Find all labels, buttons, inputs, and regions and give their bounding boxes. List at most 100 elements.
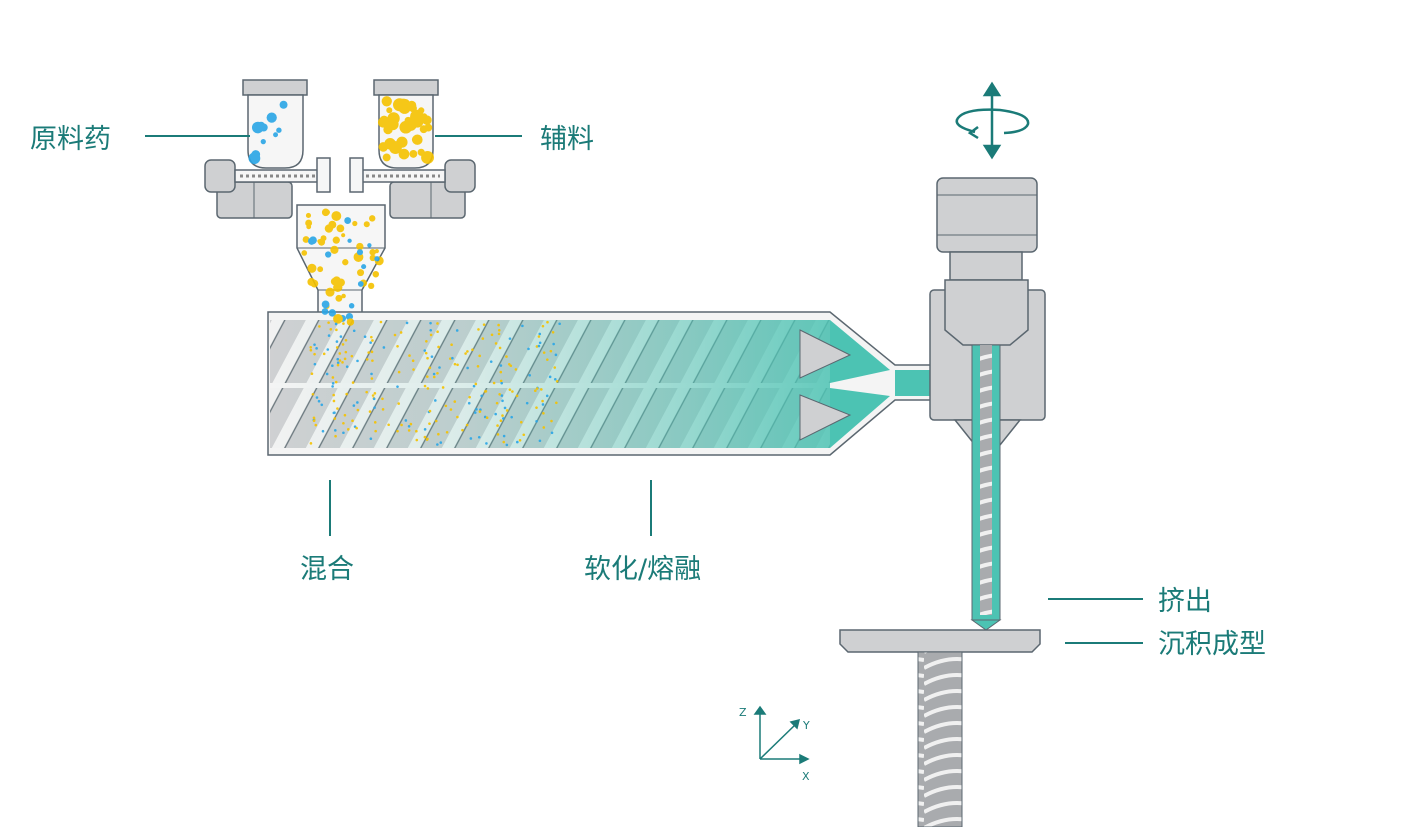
particle	[365, 358, 369, 361]
particle	[538, 341, 542, 345]
particle	[434, 399, 437, 402]
particle	[399, 331, 403, 334]
particle	[503, 406, 507, 410]
particle	[343, 413, 347, 417]
axis-z-label: Z	[739, 706, 747, 719]
particle	[500, 381, 504, 385]
particle	[415, 438, 419, 442]
particle	[546, 320, 549, 324]
particle	[336, 363, 340, 367]
particle	[472, 384, 476, 388]
particle	[505, 443, 509, 447]
particle	[336, 361, 340, 364]
particle	[540, 388, 543, 391]
particle	[365, 390, 368, 394]
particle	[456, 415, 459, 419]
particle	[436, 443, 439, 446]
particle	[461, 428, 464, 432]
particle	[432, 375, 436, 379]
particle	[331, 385, 334, 388]
particle	[417, 148, 425, 156]
particle	[423, 435, 427, 439]
particle	[338, 352, 342, 355]
particle	[325, 287, 335, 297]
particle	[350, 354, 354, 358]
particle	[279, 100, 288, 109]
particle	[521, 324, 524, 328]
particle	[273, 132, 279, 138]
particle	[453, 400, 457, 403]
particle	[369, 215, 376, 222]
particle	[551, 330, 555, 334]
particle	[508, 388, 512, 391]
particle	[333, 313, 343, 324]
particle	[312, 416, 316, 420]
particle	[335, 340, 339, 343]
particle	[331, 364, 334, 368]
particle	[466, 366, 469, 370]
particle	[424, 351, 428, 355]
particle	[374, 429, 377, 433]
particle	[335, 346, 339, 349]
particle	[347, 238, 352, 243]
api-feeder	[204, 79, 331, 219]
particle	[329, 327, 333, 331]
particle	[502, 417, 505, 420]
particle	[436, 371, 439, 375]
particle	[342, 431, 345, 435]
particle	[333, 417, 337, 420]
particle	[344, 350, 348, 354]
particle	[341, 293, 346, 299]
particle	[356, 401, 359, 404]
particle	[534, 389, 537, 393]
particle	[409, 422, 413, 426]
particle	[313, 362, 317, 366]
particle	[393, 333, 397, 337]
particle	[377, 116, 389, 128]
particle	[407, 100, 417, 110]
particle	[423, 428, 427, 431]
particle	[437, 345, 440, 349]
particle	[418, 107, 425, 114]
particle	[453, 362, 457, 366]
particle	[509, 364, 513, 368]
particle	[510, 415, 513, 419]
particle	[342, 421, 345, 425]
particle	[469, 437, 473, 440]
particle	[552, 342, 555, 346]
particle	[432, 372, 436, 376]
particle	[411, 135, 421, 144]
particle	[483, 390, 487, 393]
particle	[541, 399, 544, 403]
print-head	[929, 177, 1046, 631]
particle	[345, 312, 354, 321]
particle	[456, 363, 459, 367]
particle	[397, 402, 400, 405]
particle	[361, 264, 367, 270]
particle	[535, 406, 538, 409]
particle	[541, 403, 545, 406]
particle	[542, 351, 546, 354]
particle	[502, 440, 506, 444]
particle	[309, 236, 317, 245]
particle	[310, 279, 319, 288]
particle	[368, 282, 375, 289]
particle	[545, 394, 549, 398]
particle	[368, 410, 372, 413]
particle	[378, 142, 389, 152]
particle	[476, 365, 480, 368]
particle	[370, 372, 373, 376]
particle	[317, 399, 321, 403]
particle	[473, 411, 477, 414]
particle	[369, 248, 376, 256]
particle	[489, 360, 493, 363]
particle	[542, 411, 545, 415]
particle	[332, 399, 336, 403]
particle	[387, 112, 400, 125]
particle	[516, 440, 519, 444]
particle	[321, 429, 325, 433]
particle	[342, 322, 345, 325]
particle	[400, 423, 403, 427]
particle	[356, 359, 359, 363]
particle	[311, 392, 315, 396]
